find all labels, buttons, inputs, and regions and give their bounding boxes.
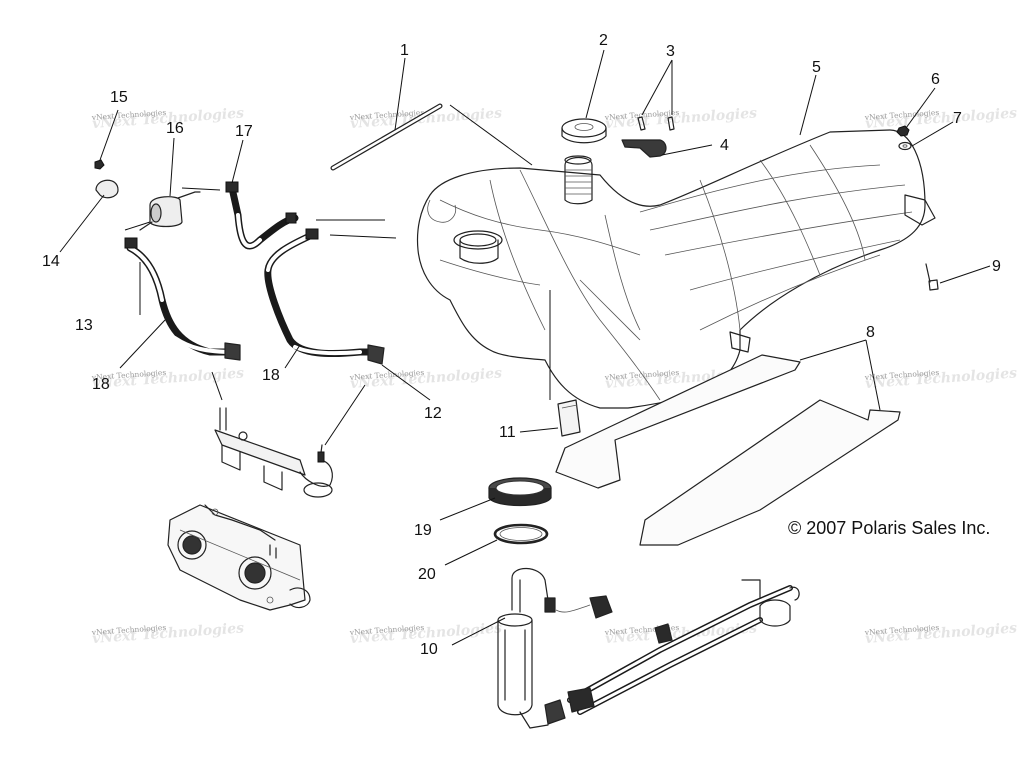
callout-18: 18 (92, 376, 110, 393)
callout-18: 18 (262, 367, 280, 384)
clip-part (637, 116, 675, 131)
callout-11: 11 (499, 424, 516, 441)
callout-9: 9 (992, 258, 1001, 275)
lock-ring-part (488, 477, 552, 507)
vent-tube-part (330, 103, 443, 171)
copyright-notice: © 2007 Polaris Sales Inc. (788, 518, 990, 538)
callout-8: 8 (866, 324, 875, 341)
callout-6: 6 (931, 71, 940, 88)
pad-part (557, 399, 581, 437)
bracket-part (621, 139, 667, 158)
fuel-cap-part (561, 118, 607, 144)
callout-7: 7 (953, 110, 962, 127)
callout-10: 10 (420, 641, 438, 658)
callout-14: 14 (42, 253, 60, 270)
clamp-part (95, 179, 119, 199)
fuel-pump-part (497, 567, 800, 729)
fuel-hose-part (225, 181, 299, 250)
callout-1: 1 (400, 42, 409, 59)
callout-20: 20 (418, 566, 436, 583)
fuel-filter-part (139, 191, 201, 231)
callout-17: 17 (235, 123, 253, 140)
callout-2: 2 (599, 32, 608, 49)
screw-part (94, 159, 105, 170)
leader-lines (59, 49, 991, 646)
callout-3: 3 (666, 43, 675, 60)
bolt-part (925, 263, 939, 291)
fuel-hose-part (264, 228, 385, 365)
callout-12: 12 (424, 405, 442, 422)
callout-5: 5 (812, 59, 821, 76)
callout-19: 19 (414, 522, 432, 539)
throttle-body-part (167, 504, 311, 611)
callout-4: 4 (720, 137, 729, 154)
heat-shield-part (555, 354, 901, 546)
fuel-rail-part (214, 407, 333, 498)
seal-part (493, 523, 549, 545)
nut-part (896, 125, 910, 137)
callout-15: 15 (110, 89, 128, 106)
fuel-tank-part (416, 129, 936, 409)
fuel-hose-part (124, 237, 241, 361)
callout-16: 16 (166, 120, 184, 137)
washer-part (898, 141, 912, 151)
callout-13: 13 (75, 317, 93, 334)
callout-labels: 1 2 3 4 5 6 7 8 9 10 11 12 13 14 15 16 1… (42, 32, 1001, 658)
